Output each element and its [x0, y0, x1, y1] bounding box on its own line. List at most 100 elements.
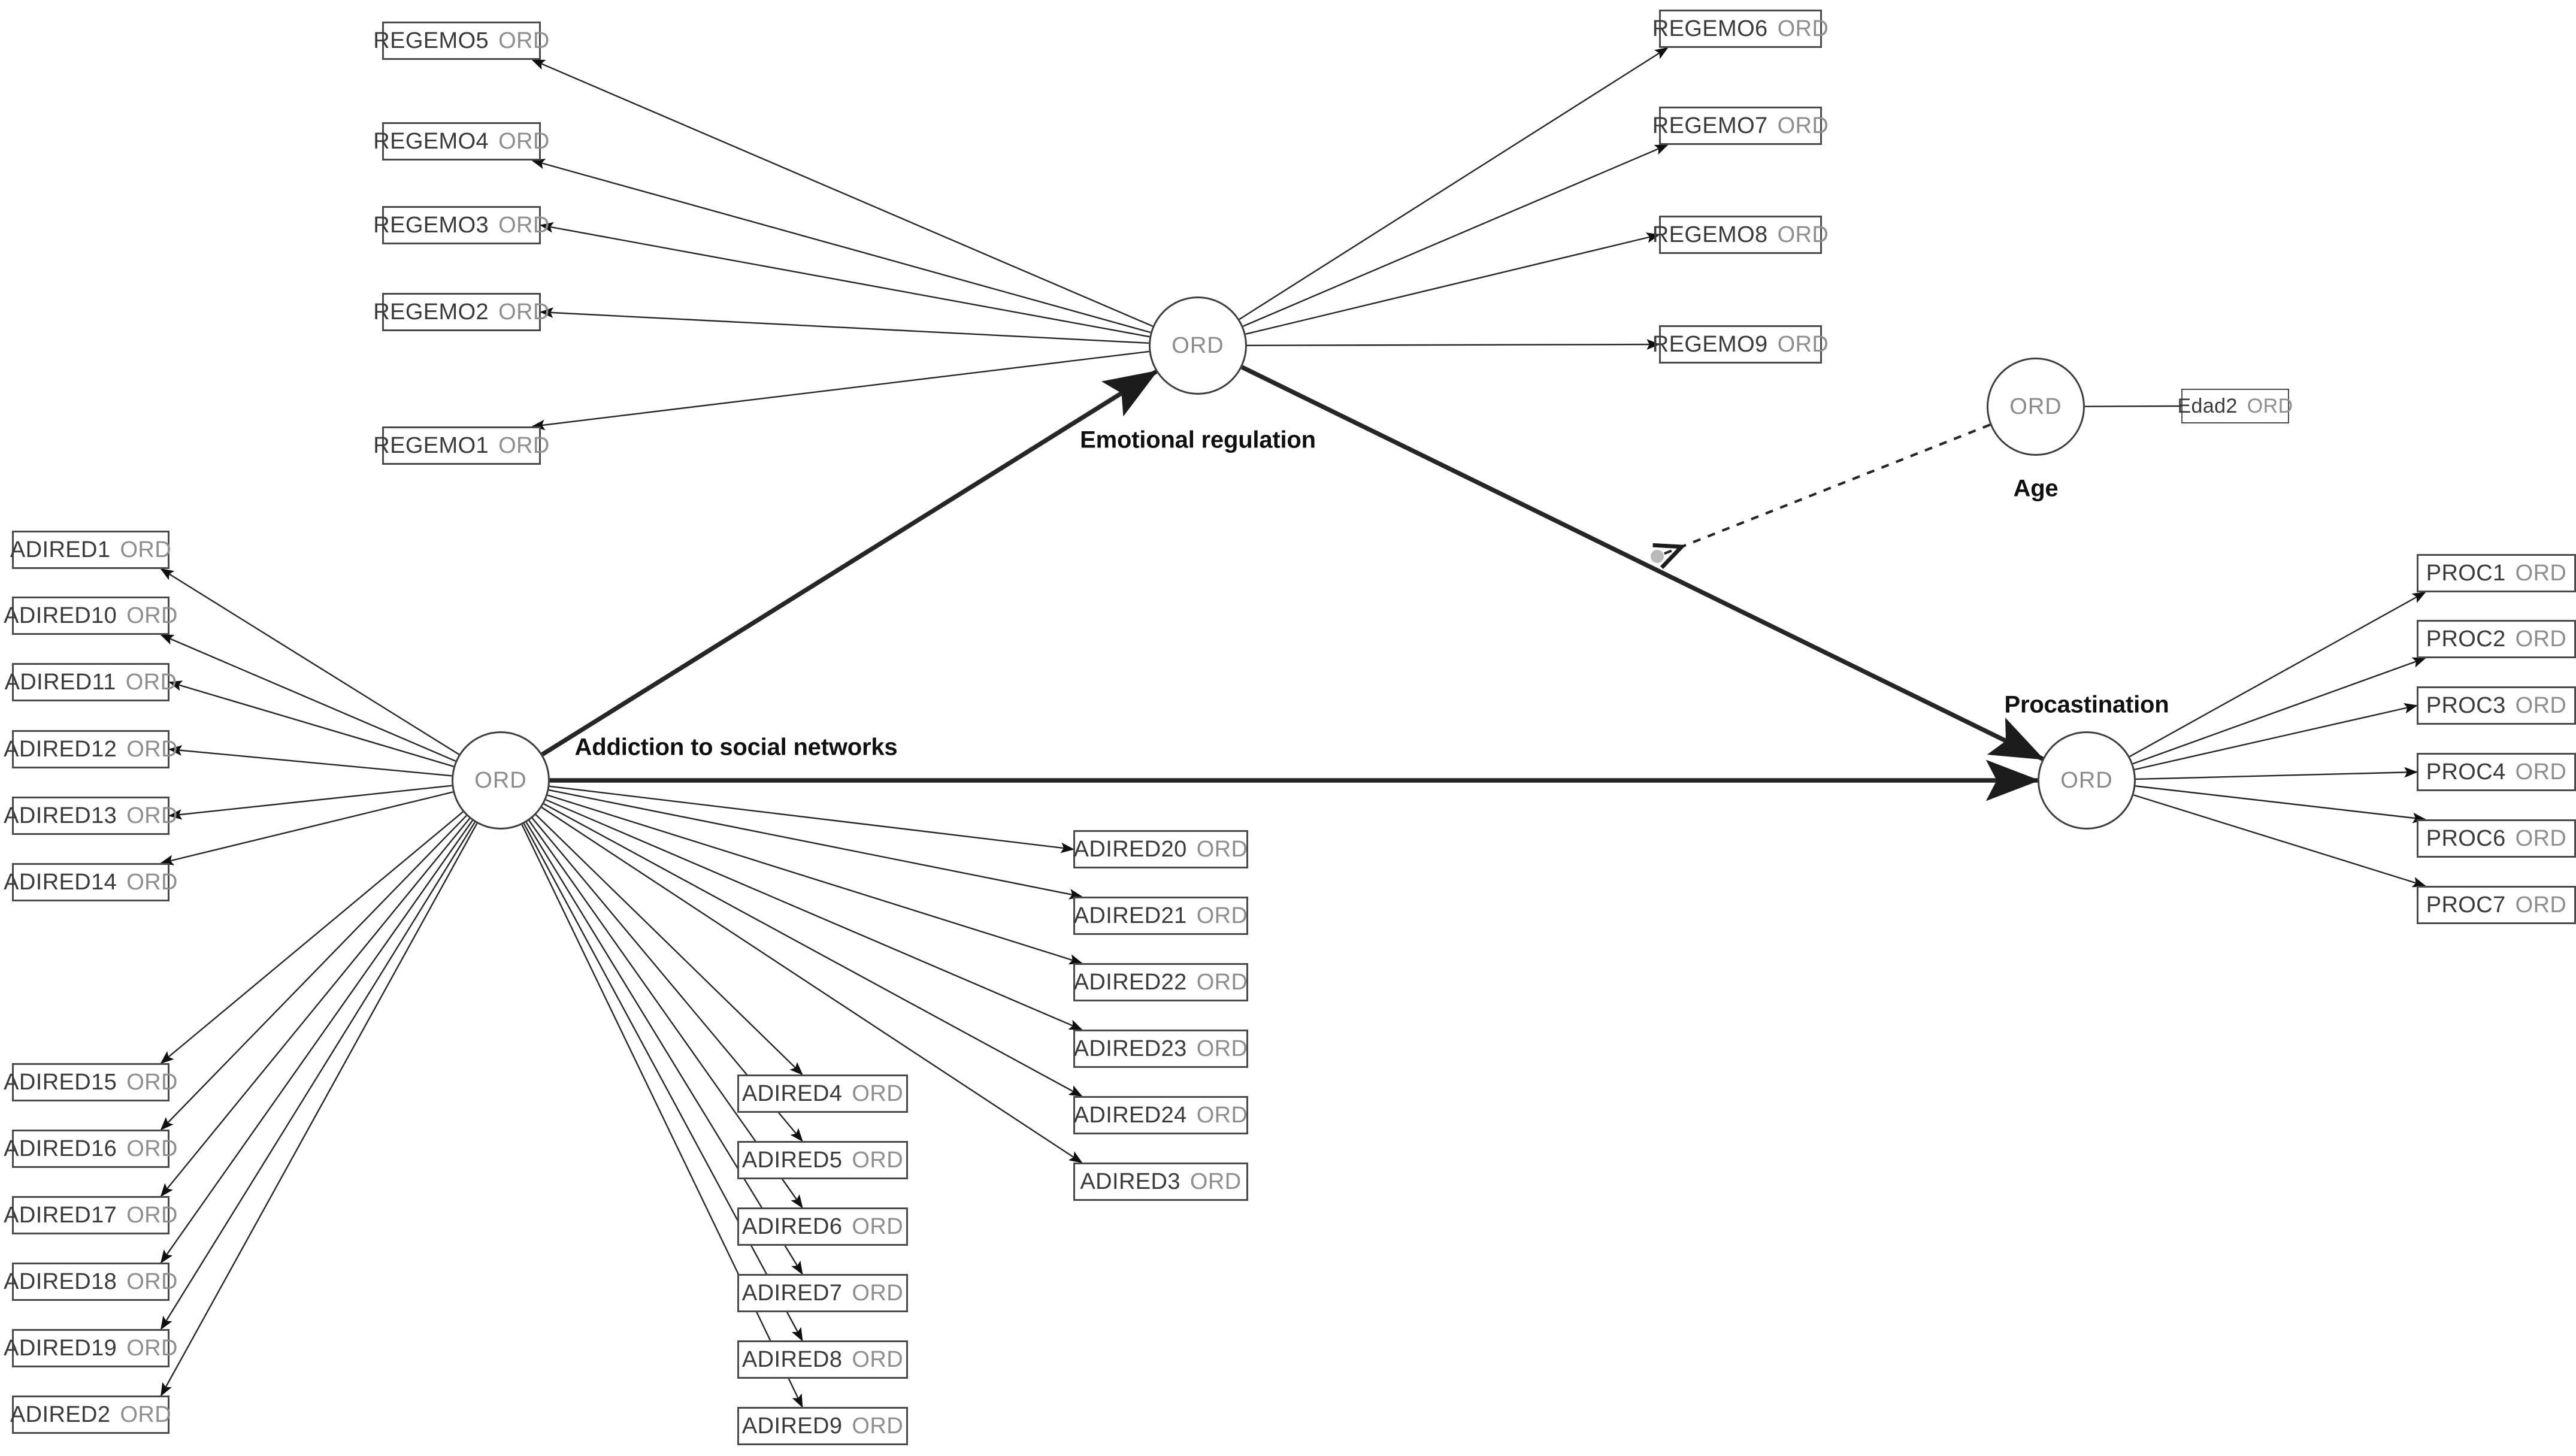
measurement-edge-regemo6 — [1239, 47, 1669, 320]
measurement-edge-proc4 — [2135, 767, 2418, 780]
latent-node-addiction[interactable]: ORD — [452, 731, 550, 830]
indicator-name: ADIRED22 — [1073, 969, 1187, 995]
indicator-box-proc6[interactable]: PROC6 ORD — [2417, 819, 2576, 858]
measurement-edge-adired16 — [160, 815, 467, 1131]
indicator-ord-tag: ORD — [1189, 1169, 1242, 1194]
measurement-edge-proc2 — [2132, 657, 2426, 765]
indicator-ord-tag: ORD — [2515, 825, 2567, 851]
latent-node-emotional-regulation[interactable]: ORD — [1149, 296, 1247, 395]
indicator-ord-tag: ORD — [2515, 759, 2567, 785]
indicator-name: REGEMO2 — [373, 299, 489, 325]
indicator-ord-tag: ORD — [126, 1269, 178, 1294]
indicator-ord-tag: ORD — [1196, 1036, 1248, 1061]
indicator-name: ADIRED24 — [1073, 1102, 1187, 1128]
measurement-edge-adired12 — [168, 745, 452, 777]
indicator-ord-tag: ORD — [852, 1346, 904, 1372]
indicator-name: ADIRED6 — [741, 1213, 843, 1239]
indicator-name: PROC6 — [2426, 825, 2506, 851]
measurement-edge-proc6 — [2135, 785, 2426, 824]
latent-node-ord-tag: ORD — [2009, 393, 2062, 419]
measurement-edge-proc3 — [2134, 703, 2418, 771]
indicator-ord-tag: ORD — [852, 1147, 904, 1173]
indicator-ord-tag: ORD — [1777, 222, 1829, 247]
indicator-name: REGEMO3 — [373, 212, 489, 238]
indicator-ord-tag: ORD — [1777, 113, 1829, 138]
indicator-box-adired2[interactable]: ADIRED2 ORD — [10, 1396, 172, 1434]
indicator-box-adired15[interactable]: ADIRED15 ORD — [4, 1063, 177, 1101]
indicator-ord-tag: ORD — [1196, 836, 1248, 862]
latent-node-age[interactable]: ORD — [1987, 358, 2085, 456]
indicator-name: REGEMO4 — [373, 128, 489, 154]
indicator-ord-tag: ORD — [852, 1280, 904, 1306]
indicator-name: ADIRED15 — [4, 1069, 117, 1095]
indicator-name: ADIRED4 — [741, 1080, 843, 1106]
indicator-ord-tag: ORD — [2515, 626, 2567, 652]
indicator-box-adired5[interactable]: ADIRED5 ORD — [737, 1141, 908, 1179]
latent-label-emotional-regulation: Emotional regulation — [1080, 426, 1316, 453]
indicator-ord-tag: ORD — [1777, 16, 1829, 41]
indicator-name: PROC7 — [2426, 892, 2506, 918]
indicator-ord-tag: ORD — [120, 1401, 172, 1427]
indicator-name: ADIRED14 — [4, 869, 117, 895]
measurement-edge-regemo9 — [1246, 339, 1660, 350]
measurement-edge-adired13 — [168, 785, 452, 820]
indicator-ord-tag: ORD — [125, 669, 177, 695]
indicator-ord-tag: ORD — [498, 299, 550, 325]
indicator-ord-tag: ORD — [126, 603, 178, 628]
latent-node-procastination[interactable]: ORD — [2038, 731, 2136, 830]
indicator-box-regemo2[interactable]: REGEMO2 ORD — [373, 293, 549, 331]
indicator-name: REGEMO5 — [373, 28, 489, 53]
indicator-name: ADIRED16 — [4, 1136, 117, 1161]
moderation-point-marker — [1651, 550, 1664, 563]
measurement-edge-adired22 — [547, 794, 1083, 965]
indicator-box-regemo8[interactable]: REGEMO8 ORD — [1652, 216, 1829, 254]
indicator-ord-tag: ORD — [126, 1069, 178, 1095]
structural-path-emotional-regulation-to-procastination — [1241, 365, 2045, 761]
measurement-edge-edad2 — [2084, 405, 2182, 407]
indicator-name: ADIRED19 — [4, 1335, 117, 1361]
indicator-name: PROC4 — [2426, 759, 2506, 785]
indicator-box-proc4[interactable]: PROC4 ORD — [2417, 753, 2576, 791]
indicator-name: REGEMO8 — [1652, 222, 1768, 247]
indicator-name: REGEMO1 — [373, 432, 489, 458]
measurement-edge-adired11 — [168, 680, 454, 767]
indicator-name: ADIRED5 — [741, 1147, 843, 1173]
indicator-name: ADIRED13 — [4, 803, 117, 828]
indicator-name: ADIRED2 — [10, 1401, 111, 1427]
measurement-edge-adired19 — [160, 822, 476, 1330]
